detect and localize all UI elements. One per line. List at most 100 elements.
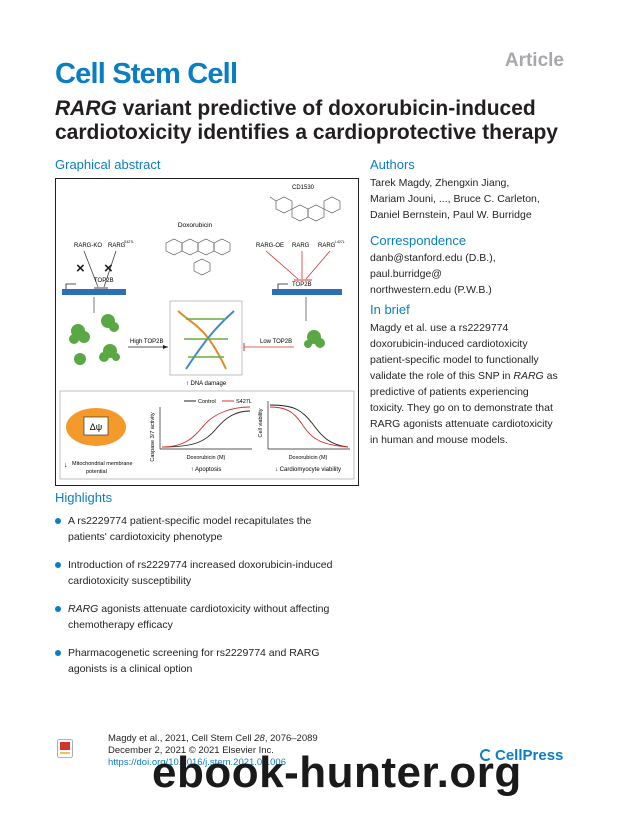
x-mark-icon: × xyxy=(76,260,85,277)
in-brief-gene: RARG xyxy=(513,370,544,382)
top2b-right-label: TOP2B xyxy=(292,282,312,288)
citation-line2: December 2, 2021 © 2021 Elsevier Inc. xyxy=(108,745,274,756)
inhibit-line-left2 xyxy=(103,250,117,288)
in-brief-line: Magdy et al. use a rs2229774 xyxy=(370,322,509,334)
bullet-icon xyxy=(55,518,61,524)
doxorubicin-structure-icon xyxy=(165,238,231,276)
citation-pages: , 2076–2089 xyxy=(264,733,318,744)
highlight-line: A rs2229774 patient-specific model recap… xyxy=(68,515,312,527)
in-brief-line: predictive of patients experiencing xyxy=(370,386,529,398)
in-brief-line: patient-specific model to functionally xyxy=(370,354,539,366)
rarg-l427l-label: RARG xyxy=(318,243,336,249)
promoter-arrow-icon xyxy=(277,283,288,289)
in-brief-line: toxicity. They go on to demonstrate that xyxy=(370,402,553,414)
top2b-gene-bar-right xyxy=(272,289,342,295)
top2b-protein-cluster-left xyxy=(69,314,120,365)
title-gene: RARG xyxy=(55,97,117,120)
viability-axis-label: Cell viability xyxy=(258,408,264,437)
in-brief-line: validate the role of this SNP in RARG as xyxy=(370,368,585,384)
graphical-abstract: CD1530 Doxorubicin RARG-KO RARG S427L × … xyxy=(55,178,359,486)
mito-down-arrow: ↓ xyxy=(64,462,68,469)
authors-list: Tarek Magdy, Zhengxin Jiang, Mariam Joun… xyxy=(370,175,580,223)
in-brief-line: RARG agonists attenuate cardiotoxicity xyxy=(370,418,553,430)
authors-heading: Authors xyxy=(370,157,415,172)
promoter-arrow-icon xyxy=(65,283,76,289)
citation-doi-line: https://doi.org/10.1016/j.stem.2021.08.0… xyxy=(108,757,318,769)
rarg-ko-label: RARG-KO xyxy=(74,243,102,249)
graphical-abstract-figure: CD1530 Doxorubicin RARG-KO RARG S427L × … xyxy=(59,185,355,480)
highlight-item: A rs2229774 patient-specific model recap… xyxy=(55,513,355,545)
apoptosis-control-curve xyxy=(161,410,251,448)
highlight-line: patients' cardiotoxicity phenotype xyxy=(68,531,223,543)
citation: Magdy et al., 2021, Cell Stem Cell 28, 2… xyxy=(108,733,318,769)
title-rest: variant predictive of doxorubicin-induce… xyxy=(55,97,558,144)
authors-line: Mariam Jouni, ..., Bruce C. Carleton, xyxy=(370,193,540,205)
s427l-superscript: S427L xyxy=(124,240,134,244)
inhibit-line-right3 xyxy=(305,250,331,280)
dna-damage-label: ↑ DNA damage xyxy=(186,381,227,387)
highlight-line: chemotherapy efficacy xyxy=(68,619,173,631)
doxorubicin-label: Doxorubicin xyxy=(178,222,213,229)
correspondence-heading: Correspondence xyxy=(370,233,467,248)
inhibit-line-left1 xyxy=(83,250,99,288)
rarg-oe-label: RARG-OE xyxy=(256,243,284,249)
graphical-abstract-heading: Graphical abstract xyxy=(55,157,161,172)
top2b-left-label: TOP2B xyxy=(94,278,114,284)
arrowhead-icon xyxy=(163,345,168,349)
correspondence-email[interactable]: northwestern.edu (P.W.B.) xyxy=(370,284,492,296)
highlight-line: cardiotoxicity susceptibility xyxy=(68,575,192,587)
viability-s427l-curve xyxy=(269,406,349,448)
check-for-updates-icon[interactable] xyxy=(57,739,73,758)
viability-control-curve xyxy=(269,404,349,448)
in-brief-text: Magdy et al. use a rs2229774 doxorubicin… xyxy=(370,320,585,448)
in-brief-line: in human and mouse models. xyxy=(370,434,508,446)
low-top2b-label: Low TOP2B xyxy=(260,339,292,345)
apoptosis-label: ↑ Apoptosis xyxy=(191,467,222,473)
apoptosis-x-label: Doxorubicin (M) xyxy=(187,455,226,461)
correspondence-email[interactable]: paul.burridge@ xyxy=(370,268,442,280)
inhibit-line-right1 xyxy=(265,250,299,280)
authors-line: Tarek Magdy, Zhengxin Jiang, xyxy=(370,177,510,189)
highlight-gene: RARG xyxy=(68,603,99,615)
cardiomyocyte-viability-label: ↓ Cardiomyocyte viability xyxy=(275,467,341,473)
viability-x-label: Doxorubicin (M) xyxy=(289,455,328,461)
correspondence-email[interactable]: danb@stanford.edu (D.B.), xyxy=(370,252,496,264)
in-brief-line: doxorubicin-induced cardiotoxicity xyxy=(370,338,528,350)
highlight-line: agonists is a clinical option xyxy=(68,663,193,675)
citation-text: Magdy et al., 2021, Cell Stem Cell xyxy=(108,733,255,744)
top2b-protein-cluster-right xyxy=(304,330,325,348)
highlight-item: Pharmacogenetic screening for rs2229774 … xyxy=(55,645,355,677)
correspondence-list: danb@stanford.edu (D.B.), paul.burridge@… xyxy=(370,250,580,298)
x-mark-icon: × xyxy=(104,260,113,277)
cellpress-logo-mark-icon xyxy=(480,749,492,761)
caspase-axis-label: Caspase 3/7 activity xyxy=(150,412,156,461)
cd1530-label: CD1530 xyxy=(292,185,315,191)
mito-label-line1: Mitochondrial membrane xyxy=(72,461,133,467)
delta-psi-label: Δψ xyxy=(90,422,102,432)
citation-volume: 28 xyxy=(254,733,265,744)
bullet-icon xyxy=(55,650,61,656)
mito-label-line2: potential xyxy=(86,469,107,475)
highlight-segment: agonists attenuate cardiotoxicity withou… xyxy=(98,603,330,615)
doi-link[interactable]: https://doi.org/10.1016/j.stem.2021.08.0… xyxy=(108,757,286,768)
citation-line1: Magdy et al., 2021, Cell Stem Cell 28, 2… xyxy=(108,733,318,745)
legend-s427l-label: S427L xyxy=(236,399,252,405)
highlight-line: Introduction of rs2229774 increased doxo… xyxy=(68,559,333,571)
l427l-superscript: L427L xyxy=(335,240,345,244)
top2b-gene-bar-left xyxy=(62,289,126,295)
in-brief-segment: validate the role of this SNP in xyxy=(370,370,514,382)
cellpress-text: CellPress xyxy=(495,747,564,764)
delta-psi-box xyxy=(83,416,109,436)
in-brief-segment: as xyxy=(543,370,558,382)
journal-name: Cell Stem Cell xyxy=(55,58,238,90)
cellpress-logo: CellPress xyxy=(480,747,563,764)
highlights-heading: Highlights xyxy=(55,490,113,505)
highlight-item: RARG agonists attenuate cardiotoxicity w… xyxy=(55,601,355,633)
highlights-list: A rs2229774 patient-specific model recap… xyxy=(55,513,355,689)
rarg-mid-label: RARG xyxy=(292,243,310,249)
cd1530-structure-icon xyxy=(269,196,341,222)
highlight-item: Introduction of rs2229774 increased doxo… xyxy=(55,557,355,589)
apoptosis-s427l-curve xyxy=(161,406,251,448)
authors-line: Daniel Bernstein, Paul W. Burridge xyxy=(370,209,532,221)
dna-double-helix-icon xyxy=(177,310,235,370)
